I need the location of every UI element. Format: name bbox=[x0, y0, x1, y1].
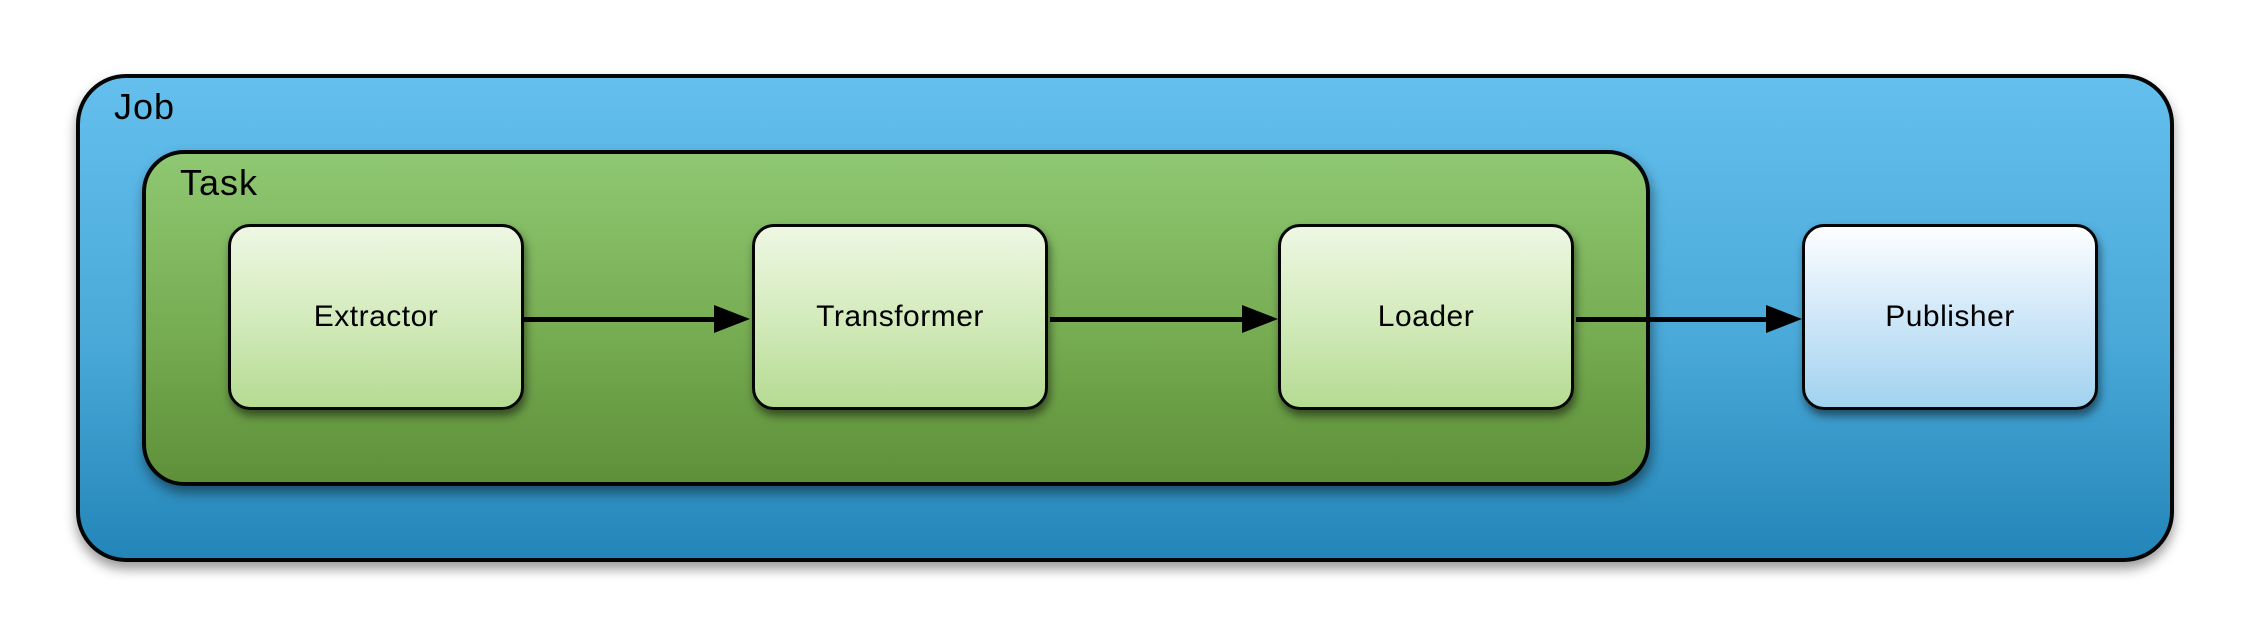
edge-transformer-to-loader bbox=[1050, 305, 1278, 333]
edge-loader-to-publisher bbox=[1576, 305, 1802, 333]
node-extractor[interactable]: Extractor bbox=[228, 224, 524, 410]
node-loader[interactable]: Loader bbox=[1278, 224, 1574, 410]
task-label: Task bbox=[180, 162, 259, 203]
arrowhead-icon bbox=[1766, 305, 1802, 333]
arrowhead-icon bbox=[1242, 305, 1278, 333]
node-publisher[interactable]: Publisher bbox=[1802, 224, 2098, 410]
arrowhead-icon bbox=[714, 305, 750, 333]
node-extractor-label: Extractor bbox=[313, 300, 439, 333]
edge-line bbox=[1050, 316, 1242, 322]
edge-line bbox=[1576, 316, 1766, 322]
job-label: Job bbox=[114, 86, 176, 127]
edge-extractor-to-transformer bbox=[522, 305, 750, 333]
edge-line bbox=[522, 316, 714, 322]
node-loader-label: Loader bbox=[1377, 300, 1475, 333]
node-transformer-label: Transformer bbox=[816, 300, 984, 333]
node-publisher-label: Publisher bbox=[1885, 300, 2015, 333]
node-transformer[interactable]: Transformer bbox=[752, 224, 1048, 410]
